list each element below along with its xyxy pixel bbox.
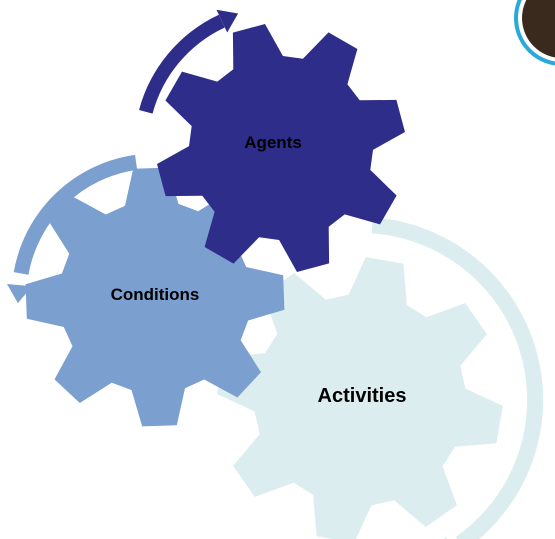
activities-label: Activities [318,385,407,407]
activities-gear [217,257,503,539]
agents-arrow [139,9,239,114]
agents-gear [157,24,405,272]
activities-arrow [371,217,544,539]
avatar [514,0,555,66]
agents-label: Agents [244,133,302,152]
conditions-label: Conditions [111,285,200,304]
